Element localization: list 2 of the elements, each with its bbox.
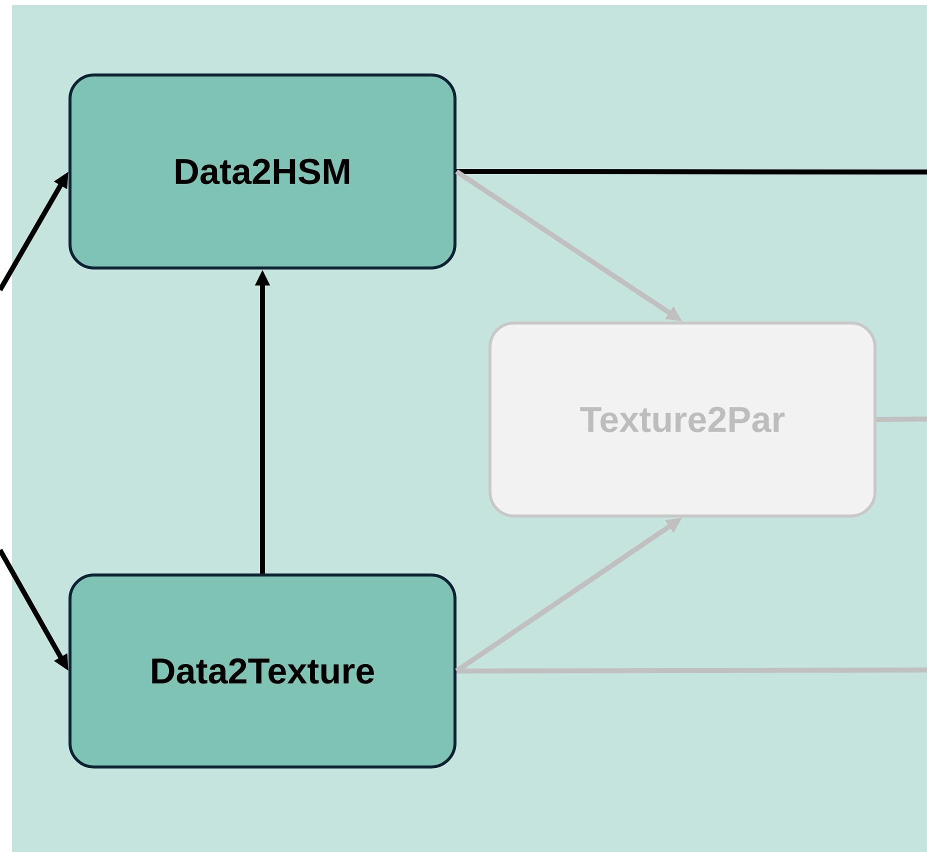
process-box: Data2Texture <box>68 574 456 768</box>
process-box: Data2HSM <box>68 74 456 270</box>
